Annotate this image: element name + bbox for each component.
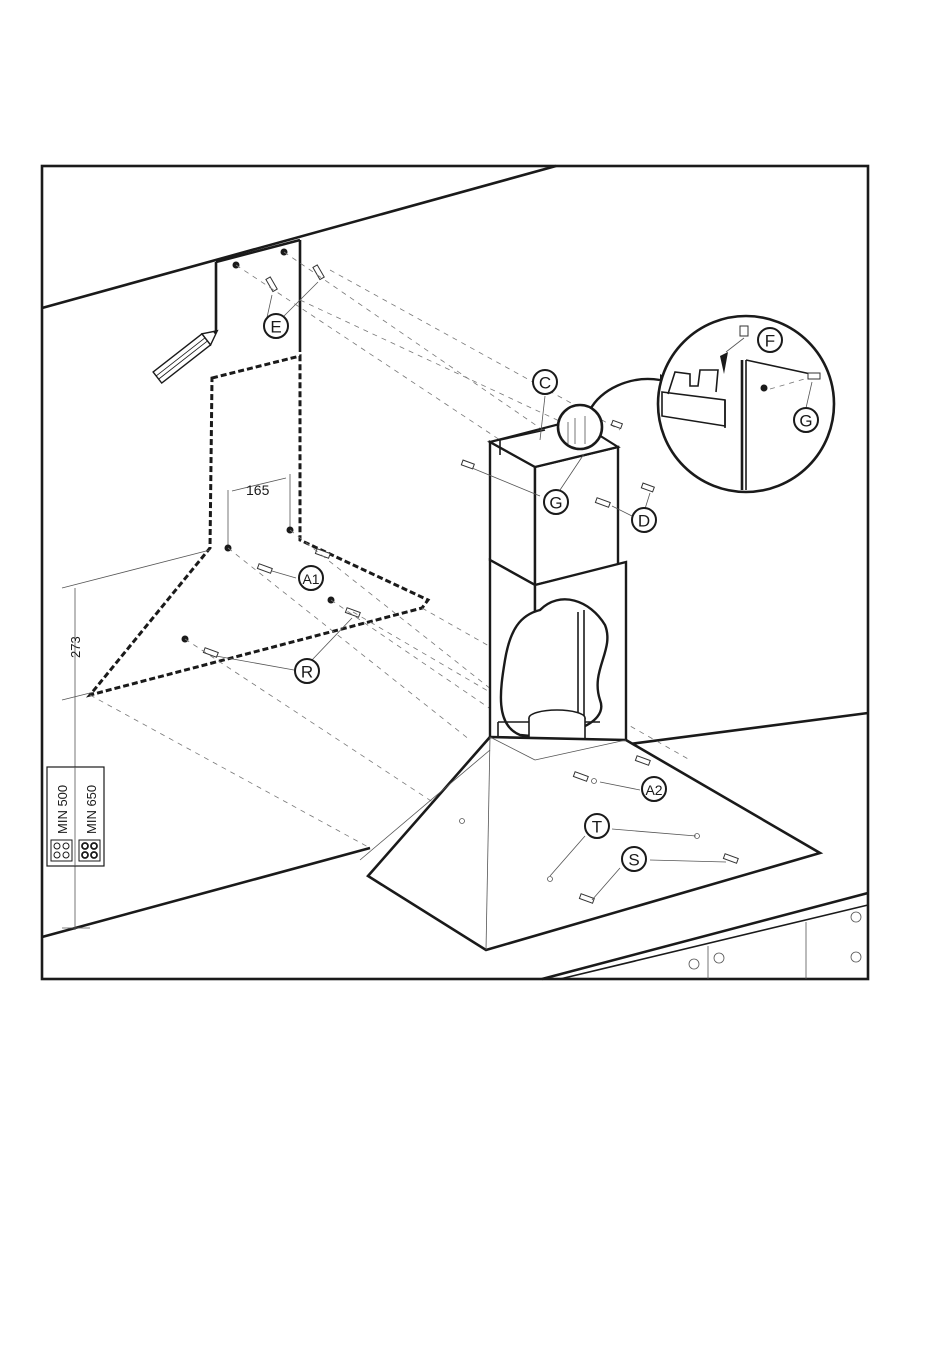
svg-text:S: S: [628, 851, 639, 870]
callout-A2: A2: [642, 777, 666, 801]
chimney-lower: [490, 560, 626, 760]
callout-F: F: [758, 328, 782, 352]
pencil-icon: [153, 325, 222, 383]
callout-G-chimney: G: [544, 490, 568, 514]
callout-D: D: [632, 508, 656, 532]
svg-text:D: D: [638, 512, 650, 531]
svg-text:F: F: [765, 332, 775, 351]
svg-text:E: E: [270, 318, 281, 337]
fixing-hole: [761, 385, 768, 392]
callout-E: E: [264, 314, 288, 338]
callout-G-detail: G: [794, 408, 818, 432]
callout-T: T: [585, 814, 609, 838]
svg-text:G: G: [799, 412, 812, 431]
callout-A1: A1: [299, 566, 323, 590]
hole-spacing-label: 165: [246, 482, 270, 498]
svg-text:T: T: [592, 818, 602, 837]
electric-hob-icon: [51, 840, 72, 861]
svg-text:R: R: [301, 663, 313, 682]
height-offset-label: 273: [68, 636, 83, 658]
screw-icon: [203, 549, 360, 657]
callout-C: C: [533, 370, 557, 394]
wall-plug-icon: [266, 265, 324, 292]
zoom-arrow-icon: [558, 374, 672, 449]
svg-text:G: G: [549, 494, 562, 513]
callout-S: S: [622, 847, 646, 871]
callout-R: R: [295, 659, 319, 683]
min-distance-box: MIN 500 MIN 650: [47, 767, 104, 866]
svg-text:A2: A2: [645, 782, 662, 798]
min-electric-label: MIN 500: [55, 785, 70, 834]
detail-magnifier: [658, 316, 834, 492]
hood-outline-template: 165: [90, 356, 428, 695]
hood-canopy: [360, 737, 820, 950]
gas-hob-icon: [79, 840, 100, 861]
svg-text:C: C: [539, 374, 551, 393]
height-dimension: 273: [62, 550, 210, 930]
svg-text:A1: A1: [302, 571, 319, 587]
min-gas-label: MIN 650: [84, 785, 99, 834]
